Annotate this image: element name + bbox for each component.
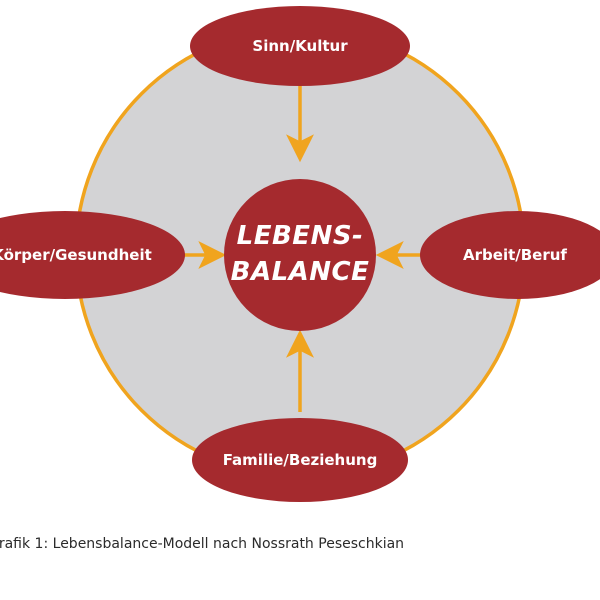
node-right-label: Arbeit/Beruf <box>463 246 567 264</box>
node-top-ellipse <box>190 6 410 86</box>
center-label-line2: BALANCE <box>231 257 370 287</box>
node-familie-beziehung: Familie/Beziehung <box>192 418 408 502</box>
node-arbeit-beruf: Arbeit/Beruf <box>420 211 600 299</box>
node-bottom-ellipse <box>192 418 408 502</box>
node-koerper-gesundheit: Körper/Gesundheit <box>0 211 185 299</box>
node-left-ellipse <box>0 211 185 299</box>
node-top-label: Sinn/Kultur <box>252 37 348 55</box>
node-sinn-kultur: Sinn/Kultur <box>190 6 410 86</box>
node-left-label: Körper/Gesundheit <box>0 246 152 264</box>
node-bottom-label: Familie/Beziehung <box>223 451 378 469</box>
center-circle <box>224 179 376 331</box>
center-label-line1: LEBENS- <box>237 221 364 251</box>
node-right-ellipse <box>420 211 600 299</box>
center-node: LEBENS- BALANCE <box>224 179 376 331</box>
figure-caption: Grafik 1: Lebensbalance-Modell nach Noss… <box>0 536 405 552</box>
arrows <box>182 85 422 412</box>
